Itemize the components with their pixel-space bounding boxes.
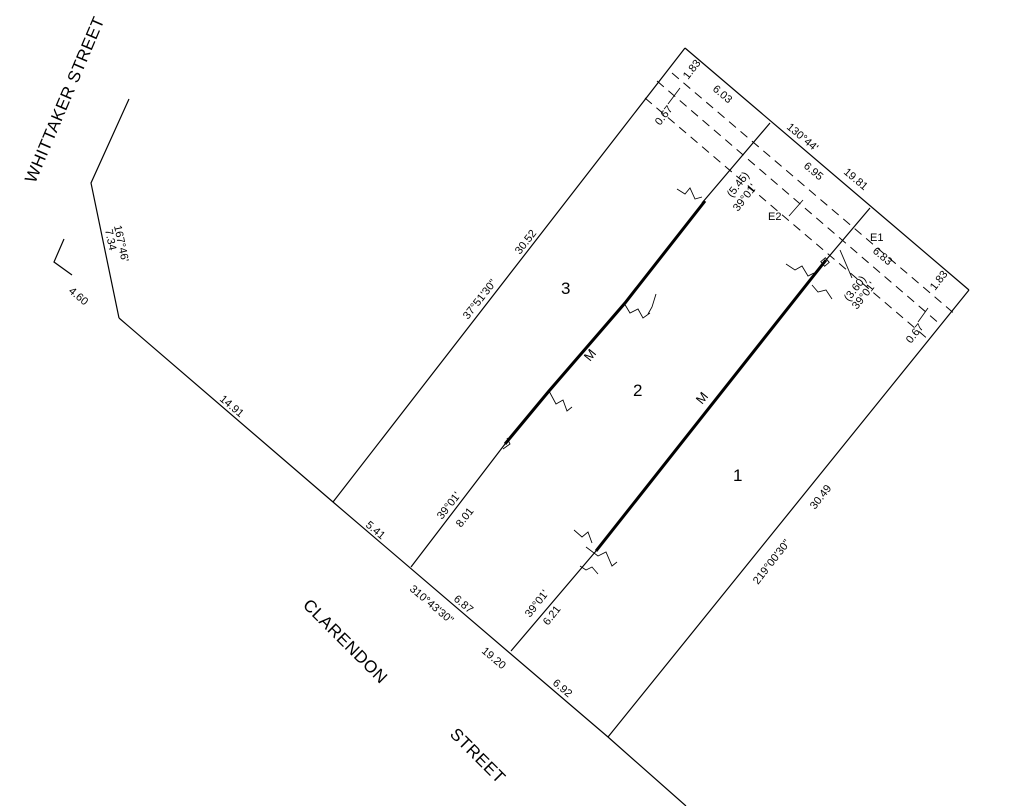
division-line-lot2-lot1-lower: [510, 550, 597, 652]
corner-truncation-mark: [53, 238, 73, 276]
whittaker-street-label: WHITTAKER STREET: [21, 14, 108, 186]
offset-a-label: 0.67: [653, 104, 676, 128]
easement-e1-label: E1: [870, 232, 883, 244]
clarendon-total-label: 19.20: [479, 645, 508, 672]
division-line-lot3-lot2-lower: [410, 443, 506, 568]
clarendon-street-label-1: CLARENDON: [299, 595, 391, 687]
clarendon-street-boundary: [118, 317, 687, 806]
se-bearing-label: 219°00'30": [751, 537, 793, 586]
lot-3-number: 3: [561, 279, 570, 298]
wall-mark-b: M: [693, 389, 711, 407]
party-wall-lot2-lot1: [594, 259, 828, 552]
division-line-lot2-lot1-upper: [825, 207, 871, 261]
clarendon-bearing-label: 310°43'30": [407, 583, 456, 626]
boundary-rear: [684, 47, 970, 291]
boundary-southeast: [607, 289, 970, 738]
rear-lot1-label: 6.83: [870, 245, 894, 268]
wall-ticks: [502, 187, 833, 575]
lot-1-number: 1: [733, 466, 742, 485]
easement-e2-label: E2: [768, 211, 781, 223]
boundary-northwest: [332, 47, 686, 503]
se-length-label: 30.49: [808, 483, 834, 512]
clarendon-street-label-2: STREET: [446, 724, 509, 787]
easement-line-1: [656, 80, 942, 326]
whittaker-street-boundary: [90, 98, 130, 319]
party-wall-lot3-lot2: [503, 200, 707, 445]
division-line-lot3-lot2-upper: [701, 122, 771, 204]
e2-leader: [788, 199, 804, 217]
easement-marker-a: [667, 87, 681, 105]
easement-line-2: [644, 97, 930, 341]
nw-bearing-label: 37°51'30": [461, 277, 500, 322]
wall-mark-a: M: [581, 346, 599, 364]
div-a-length-label: 8.01: [454, 506, 477, 530]
div-b-length-label: 6.21: [541, 604, 564, 628]
e1-leader: [839, 249, 853, 279]
rear-total-label: 19.81: [841, 166, 870, 193]
easement-line-3: [671, 72, 957, 316]
lot-2-number: 2: [633, 381, 642, 400]
rear-lot2-label: 6.95: [801, 160, 825, 183]
whittaker-length-label: 7.34: [102, 228, 118, 251]
frontage-lot1-label: 6.92: [550, 677, 574, 700]
easement-width-b-label: 1.83: [928, 269, 951, 293]
offset-b-label: 0.67: [904, 322, 927, 346]
corner-label: 4.60: [66, 285, 90, 308]
easement-marker-b: [917, 307, 929, 323]
